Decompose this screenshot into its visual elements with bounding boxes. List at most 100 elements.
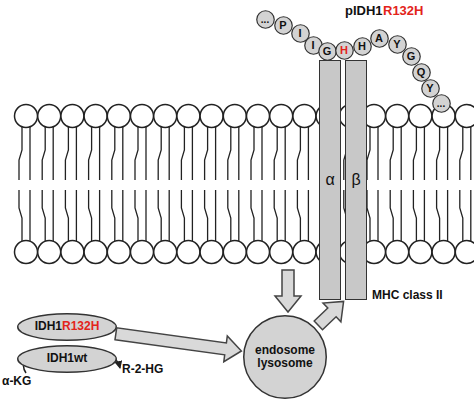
lipid-tail xyxy=(413,127,416,180)
lipid-head xyxy=(270,241,293,264)
lipid-tail xyxy=(145,127,146,180)
lipid-tail xyxy=(470,190,471,241)
lipid-head xyxy=(84,105,107,128)
lipid-head xyxy=(131,241,154,264)
text-holder: ... xyxy=(432,94,451,113)
lipid-tail xyxy=(19,127,22,180)
node-shape xyxy=(402,47,420,65)
text-holder: endosome lysosome xyxy=(243,315,327,399)
lipid-tail xyxy=(413,190,416,241)
text-holder: G xyxy=(318,42,337,61)
lipid-tail xyxy=(99,127,100,180)
lipid-tail xyxy=(460,127,463,180)
lipid-tail xyxy=(135,190,138,241)
lipid-head xyxy=(107,241,130,264)
mhc-chain: β xyxy=(345,60,367,300)
lipid-tail xyxy=(65,190,68,241)
organelle-circle: endosome lysosome xyxy=(243,315,327,399)
lipid-tail xyxy=(308,190,309,241)
lipid-tail xyxy=(205,190,208,241)
lipid-tail xyxy=(158,190,161,241)
lipid-tail xyxy=(122,127,123,180)
node-text: Y xyxy=(393,38,400,50)
text-holder: Q xyxy=(412,63,431,82)
node-text: Y xyxy=(426,82,433,94)
node-shape xyxy=(388,35,406,53)
text-holder: α xyxy=(320,61,340,299)
node-shape xyxy=(421,79,439,97)
node-shape xyxy=(18,314,117,341)
lipid-tail xyxy=(169,127,170,180)
text-holder: β xyxy=(346,61,366,299)
text-holder: P xyxy=(274,16,293,35)
lipid-tail xyxy=(181,127,184,180)
complex-name: MHC class II xyxy=(372,288,443,302)
lipid-tail xyxy=(228,127,231,180)
lipid-tail xyxy=(437,127,440,180)
node-text: P xyxy=(279,19,286,31)
amino-acid: ... xyxy=(256,10,275,29)
lipid-head xyxy=(386,105,409,128)
lipid-head xyxy=(177,241,200,264)
lipid-tail xyxy=(437,190,440,241)
lipid-head xyxy=(455,105,474,128)
node-text: IDH1wt xyxy=(47,352,88,365)
lipid-head xyxy=(15,105,38,128)
lipid-tail xyxy=(390,190,393,241)
lipid-tail xyxy=(261,127,262,180)
text-holder: ... xyxy=(256,10,275,29)
lipid-head xyxy=(293,105,316,128)
lipid-tail xyxy=(122,190,123,241)
lipid-tail xyxy=(367,127,370,180)
amino-acid: Y xyxy=(421,79,440,98)
lipid-tail xyxy=(261,190,262,241)
node-text: I xyxy=(311,39,314,51)
lipid-tail xyxy=(308,127,309,180)
lipid-head xyxy=(223,241,246,264)
text-holder: H xyxy=(353,37,372,56)
node-text: G xyxy=(407,50,416,62)
lipid-tail xyxy=(158,127,161,180)
lipid-head xyxy=(107,105,130,128)
peptide-name: pIDH1 xyxy=(345,3,383,18)
lipid-head xyxy=(15,241,38,264)
lipid-head xyxy=(455,241,474,264)
lipid-head xyxy=(247,105,270,128)
lipid-tail xyxy=(76,190,77,241)
node-shape xyxy=(244,316,327,399)
lipid-tail xyxy=(65,127,68,180)
lipid-tail xyxy=(42,190,45,241)
lipid-head xyxy=(432,241,455,264)
node-shape xyxy=(432,94,450,112)
lipid-tail xyxy=(460,190,463,241)
lipid-head xyxy=(247,241,270,264)
lipid-tail xyxy=(29,190,30,241)
lipid-bilayer xyxy=(15,105,474,264)
node-text: I xyxy=(298,27,301,39)
lipid-tail xyxy=(76,127,77,180)
lipid-tail xyxy=(297,190,300,241)
text-holder: IDH1wt xyxy=(17,345,117,373)
lipid-tail xyxy=(19,190,22,241)
lipid-tail xyxy=(53,190,54,241)
amino-acid: H xyxy=(335,41,354,60)
block-arrow xyxy=(115,328,241,362)
node-shape xyxy=(18,346,117,373)
amino-acid: H xyxy=(353,37,372,56)
lipid-head xyxy=(84,241,107,264)
enzyme-ellipse: IDH1R132H xyxy=(17,313,117,341)
node-text: R132H xyxy=(62,320,99,333)
lipid-tail xyxy=(401,127,402,180)
lipid-tail xyxy=(169,190,170,241)
lipid-tail xyxy=(401,190,402,241)
metabolite-label: R-2-HG xyxy=(122,362,163,376)
node-text: H xyxy=(358,40,366,52)
lipid-tail xyxy=(274,127,277,180)
lipid-tail xyxy=(215,127,216,180)
node-shape xyxy=(412,63,430,81)
text-holder: G xyxy=(402,47,421,66)
lipid-head xyxy=(409,241,432,264)
lipid-head xyxy=(38,105,61,128)
lipid-head xyxy=(270,105,293,128)
